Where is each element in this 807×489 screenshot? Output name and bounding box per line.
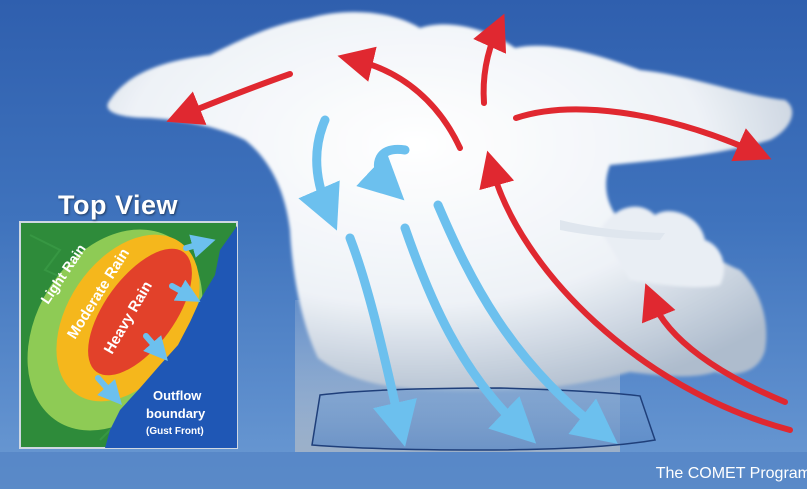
boundary-label: boundary — [146, 406, 206, 421]
top-view-title: Top View — [58, 190, 228, 221]
top-view-inset: Light Rain Moderate Rain Heavy Rain Outf… — [0, 197, 238, 463]
outflow-pool — [312, 388, 655, 450]
credit-text: The COMET Program — [656, 465, 807, 483]
outflow-label: Outflow — [153, 388, 202, 403]
gust-front-label: (Gust Front) — [146, 426, 204, 437]
